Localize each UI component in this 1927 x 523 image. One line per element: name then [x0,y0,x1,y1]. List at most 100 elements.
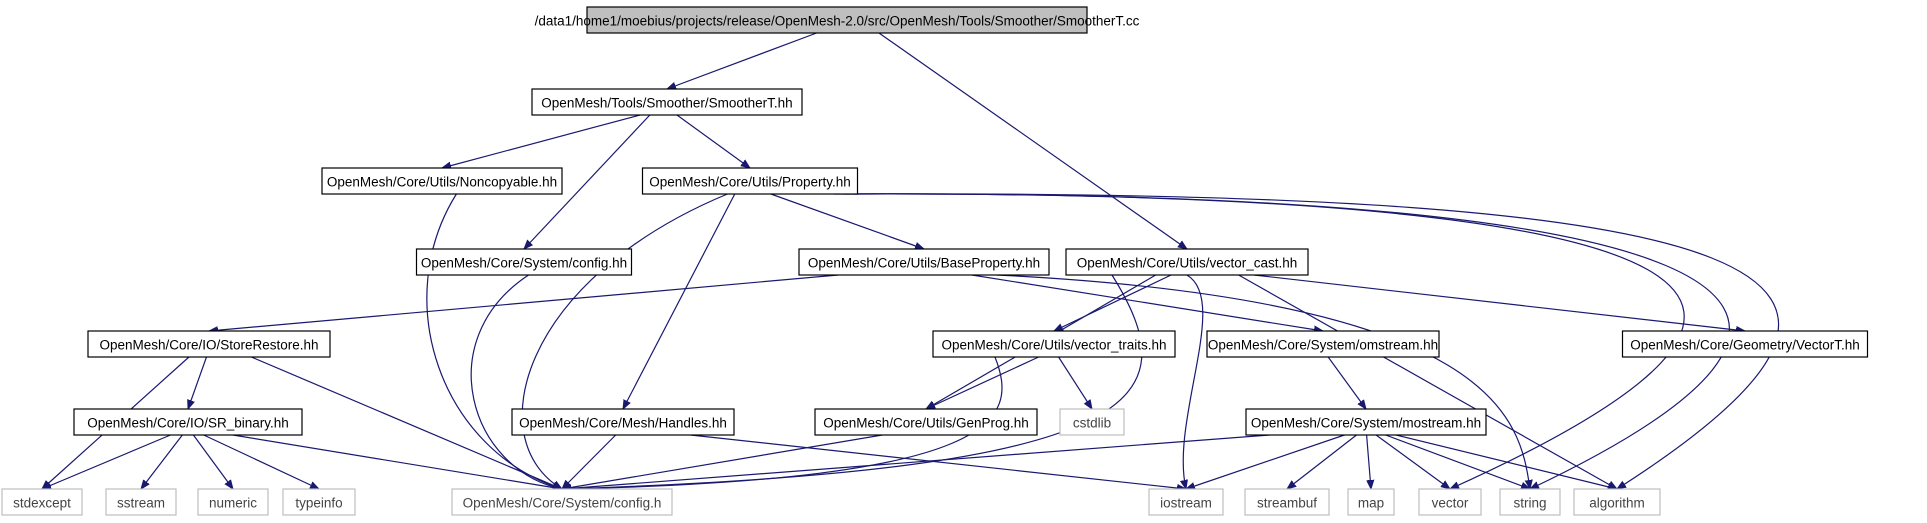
node-label: sstream [117,496,165,511]
node-box [932,330,1176,358]
edge-smoother-hh-to-config-hh [524,114,651,249]
node-vector-traits[interactable]: OpenMesh/Core/Utils/vector_traits.hh [932,330,1176,358]
node-label: algorithm [1589,496,1645,511]
node-box [586,6,1088,34]
edge-mostream-to-streambuf [1287,434,1357,489]
edge-vector-cast-to-vectort [1253,274,1745,331]
edge-sr-binary-to-stdexcept [42,434,171,490]
node-smoother-hh[interactable]: OpenMesh/Tools/Smoother/SmootherT.hh [531,88,803,116]
edge-baseprop-to-storerestore [209,274,839,331]
node-box [73,408,303,436]
node-noncopyable[interactable]: OpenMesh/Core/Utils/Noncopyable.hh [321,167,563,195]
node-label: OpenMesh/Core/IO/SR_binary.hh [87,416,289,431]
edge-baseprop-to-string [996,274,1530,489]
edge-property-to-string [843,193,1730,490]
edge-vector-cast-to-iostream [1183,274,1204,489]
node-label: OpenMesh/Core/IO/StoreRestore.hh [99,338,318,353]
node-label: OpenMesh/Core/System/mostream.hh [1251,416,1481,431]
node-label: OpenMesh/Core/Utils/vector_cast.hh [1077,256,1298,271]
node-vector-cast[interactable]: OpenMesh/Core/Utils/vector_cast.hh [1065,248,1309,276]
edge-property-to-baseprop [770,193,924,249]
node-box [798,248,1050,276]
edge-sr-binary-to-sstream [141,434,183,489]
edge-vector-traits-to-cstdlib [1058,356,1092,409]
node-vectort[interactable]: OpenMesh/Core/Geometry/VectorT.hh [1621,330,1869,358]
node-box [282,488,356,516]
node-label: OpenMesh/Core/Mesh/Handles.hh [519,416,727,431]
edges-layer [42,32,1780,490]
edge-storerestore-to-sr-binary [188,356,208,409]
node-label: streambuf [1257,496,1317,511]
node-stdexcept: stdexcept [1,488,83,516]
node-mostream[interactable]: OpenMesh/Core/System/mostream.hh [1245,408,1487,436]
node-box [531,88,803,116]
edge-property-to-algorithm [854,193,1780,489]
node-label: OpenMesh/Core/Geometry/VectorT.hh [1630,338,1860,353]
node-label: OpenMesh/Core/Utils/BaseProperty.hh [808,256,1040,271]
node-label: vector [1432,496,1469,511]
node-box [1244,488,1330,516]
node-box [197,488,269,516]
node-sr-binary[interactable]: OpenMesh/Core/IO/SR_binary.hh [73,408,303,436]
node-iostream: iostream [1148,488,1224,516]
node-box [1206,330,1440,358]
node-storerestore[interactable]: OpenMesh/Core/IO/StoreRestore.hh [87,330,331,358]
node-label: OpenMesh/Core/System/config.h [463,496,662,511]
node-property[interactable]: OpenMesh/Core/Utils/Property.hh [641,167,859,195]
node-string: string [1499,488,1561,516]
edge-handles-to-iostream [690,434,1186,489]
node-streambuf: streambuf [1244,488,1330,516]
edge-config-hh-to-config-h [470,274,562,489]
node-cstdlib: cstdlib [1059,408,1125,436]
edge-mostream-to-config-h [562,434,1270,489]
node-label: OpenMesh/Core/Utils/Property.hh [649,175,851,190]
node-box [1059,408,1125,436]
edge-mostream-to-vector [1375,434,1450,489]
edge-omstream-to-mostream [1327,356,1366,409]
edge-sr-binary-to-config-h [232,434,562,489]
edge-root-to-smoother-hh [667,32,817,89]
node-box [1499,488,1561,516]
node-box [1148,488,1224,516]
node-handles[interactable]: OpenMesh/Core/Mesh/Handles.hh [511,408,735,436]
node-box [1573,488,1661,516]
edge-genprog-to-config-h [562,434,883,489]
edge-vector-cast-to-vector-traits [1054,274,1172,332]
node-label: /data1/home1/moebius/projects/release/Op… [535,14,1140,29]
node-box [87,330,331,358]
node-box [321,167,563,195]
node-numeric: numeric [197,488,269,516]
node-root[interactable]: /data1/home1/moebius/projects/release/Op… [535,6,1140,34]
edge-property-to-handles [623,193,736,409]
node-label: OpenMesh/Core/Utils/vector_traits.hh [941,338,1166,353]
edge-mostream-to-map [1367,434,1371,489]
node-label: string [1513,496,1546,511]
edge-property-to-config-h [521,193,728,489]
node-config-h: OpenMesh/Core/System/config.h [451,488,673,516]
node-box [1621,330,1869,358]
node-box [451,488,673,516]
edge-smoother-hh-to-noncopyable [442,114,641,168]
edge-sr-binary-to-typeinfo [203,434,319,490]
edge-mostream-to-algorithm [1395,434,1617,489]
edge-mostream-to-string [1385,434,1530,489]
node-label: typeinfo [295,496,342,511]
node-box [814,408,1038,436]
edge-sr-binary-to-numeric [192,434,233,489]
edge-storerestore-to-config-h [251,356,562,490]
node-box [1,488,83,516]
node-label: map [1358,496,1384,511]
edge-vector-traits-to-genprog [926,356,1039,410]
nodes-layer: /data1/home1/moebius/projects/release/Op… [1,6,1869,516]
node-box [415,248,633,276]
edge-smoother-hh-to-property [676,114,750,168]
node-baseprop[interactable]: OpenMesh/Core/Utils/BaseProperty.hh [798,248,1050,276]
node-label: stdexcept [13,496,71,511]
node-config-hh[interactable]: OpenMesh/Core/System/config.hh [415,248,633,276]
node-typeinfo: typeinfo [282,488,356,516]
node-label: OpenMesh/Tools/Smoother/SmootherT.hh [541,96,792,111]
node-omstream[interactable]: OpenMesh/Core/System/omstream.hh [1206,330,1440,358]
node-algorithm: algorithm [1573,488,1661,516]
node-genprog[interactable]: OpenMesh/Core/Utils/GenProg.hh [814,408,1038,436]
